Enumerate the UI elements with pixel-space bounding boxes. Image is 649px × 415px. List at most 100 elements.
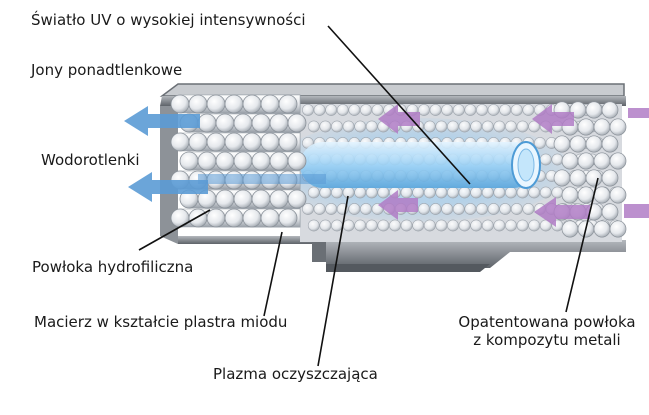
honeycomb-cell <box>487 104 500 116</box>
inflow-arrow-icon <box>534 197 590 227</box>
honeycomb-cell <box>313 104 326 116</box>
honeycomb-cell <box>528 186 541 199</box>
right-tube-end <box>585 135 603 153</box>
front-tube-end <box>287 113 307 133</box>
right-tube-end <box>561 186 579 204</box>
honeycomb-cell <box>435 186 448 199</box>
inflow-arrow-icon <box>624 204 649 218</box>
honeycomb-cell <box>481 186 494 199</box>
right-tube-end <box>561 220 579 238</box>
honeycomb-cell <box>319 186 332 199</box>
right-tube-end <box>593 118 611 136</box>
honeycomb-cell <box>307 219 320 232</box>
honeycomb-cell <box>423 219 436 232</box>
front-tube-end <box>260 94 280 114</box>
front-tube-end <box>233 189 253 209</box>
honeycomb-cell <box>528 120 541 133</box>
honeycomb-cell <box>342 120 355 133</box>
front-tube-end <box>215 151 235 171</box>
honeycomb-cell <box>423 186 436 199</box>
honeycomb-cell <box>493 186 506 199</box>
honeycomb-cell <box>499 203 512 215</box>
right-tube-end <box>577 186 595 204</box>
inflow-arrows <box>378 104 649 227</box>
outflow-arrow-icon <box>124 106 200 136</box>
honeycomb-cell <box>452 203 465 215</box>
front-tube-end <box>278 94 298 114</box>
honeycomb-cell <box>400 219 413 232</box>
honeycomb-cell <box>325 203 338 215</box>
label-patented-coating-line2: z kompozytu metali <box>473 331 621 349</box>
front-tube-end <box>170 208 190 228</box>
right-tube-end <box>577 152 595 170</box>
honeycomb-cell <box>539 153 552 166</box>
honeycomb-cell <box>348 203 361 215</box>
right-tube-end <box>601 203 619 221</box>
right-tube-end <box>561 152 579 170</box>
right-tube-end <box>601 169 619 187</box>
honeycomb-cell <box>481 219 494 232</box>
honeycomb-cell <box>377 186 390 199</box>
leader-patent <box>565 177 599 313</box>
leader-uv <box>327 25 471 185</box>
honeycomb-cell <box>331 186 343 199</box>
front-tube-end <box>251 113 271 133</box>
honeycomb-cell <box>348 104 361 116</box>
outflow-arrow-icon <box>198 174 326 184</box>
honeycomb-cell <box>331 219 343 232</box>
honeycomb-cell <box>313 203 326 215</box>
label-patented-coating: Opatentowana powłoka z kompozytu metali <box>452 313 642 349</box>
inflow-arrow-icon <box>628 108 649 118</box>
front-tube-end <box>215 189 235 209</box>
honeycomb-cell <box>435 219 448 232</box>
right-tube-end <box>577 118 595 136</box>
honeycomb-cell <box>307 186 320 199</box>
honeycomb-cell <box>302 104 314 116</box>
outflow-arrow-icon <box>128 172 208 202</box>
honeycomb-cell <box>412 219 425 232</box>
leader-coating <box>138 209 211 251</box>
front-tube-end <box>242 94 262 114</box>
honeycomb-cell <box>505 219 517 232</box>
front-tube-end <box>188 132 208 152</box>
front-tube-end <box>287 189 307 209</box>
honeycomb-cell <box>476 104 488 116</box>
honeycomb-cell <box>423 120 436 133</box>
honeycomb-cell <box>447 219 459 232</box>
label-patented-coating-line1: Opatentowana powłoka <box>458 313 636 331</box>
honeycomb-cell <box>319 120 332 133</box>
front-tube-end <box>197 113 217 133</box>
honeycomb-cell <box>365 186 378 199</box>
right-tube-end <box>609 186 627 204</box>
honeycomb-cell <box>354 219 367 232</box>
honeycomb-cell <box>418 104 430 116</box>
front-tube-end <box>251 189 271 209</box>
right-tube-end <box>585 101 603 119</box>
honeycomb-cell <box>371 104 384 116</box>
honeycomb-cell <box>441 104 454 116</box>
front-tube-end <box>197 151 217 171</box>
honeycomb-cell <box>528 219 541 232</box>
honeycomb-cell <box>418 203 430 215</box>
label-hydrophilic-coating: Powłoka hydrofiliczna <box>32 258 194 276</box>
right-tube-end <box>585 169 603 187</box>
right-tube-end <box>593 186 611 204</box>
right-tube-end <box>593 220 611 238</box>
honeycomb-cell <box>354 186 367 199</box>
honeycomb-cell <box>325 104 338 116</box>
label-purifying-plasma: Plazma oczyszczająca <box>213 365 378 383</box>
front-tube-end <box>170 94 190 114</box>
inflow-arrow-icon <box>378 104 420 134</box>
front-tube-end <box>206 94 226 114</box>
leader-matrix <box>263 231 283 317</box>
outflow-arrows <box>124 106 326 202</box>
honeycomb-cell <box>476 203 488 215</box>
label-superoxide-ions: Jony ponadtlenkowe <box>31 61 183 79</box>
front-tube-end <box>287 151 307 171</box>
honeycomb-cell <box>493 219 506 232</box>
front-tube-end <box>278 132 298 152</box>
honeycomb-cell <box>360 104 372 116</box>
honeycomb-cell <box>534 137 546 149</box>
